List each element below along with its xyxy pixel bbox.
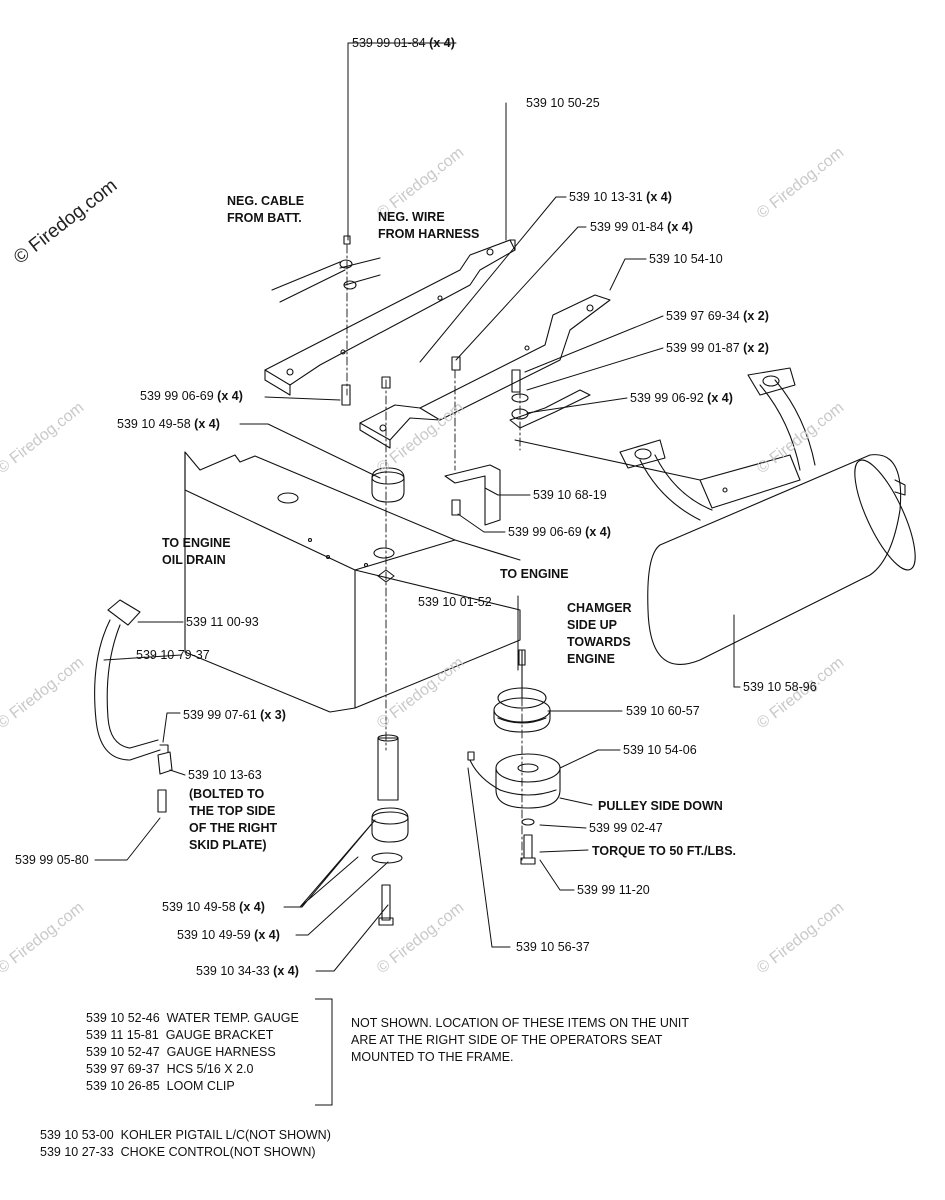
- note-pulley-side: PULLEY SIDE DOWN: [598, 799, 723, 813]
- list-item: 539 97 69-37 HCS 5/16 X 2.0: [86, 1062, 254, 1076]
- note-bolted: (BOLTED TO THE TOP SIDE OF THE RIGHT SKI…: [189, 787, 278, 852]
- list-item: 539 11 15-81 GAUGE BRACKET: [86, 1028, 274, 1042]
- callout: 539 99 11-20: [577, 883, 650, 897]
- callout: 539 99 02-47: [589, 821, 663, 835]
- callout: 539 99 01-87 (x 2): [666, 341, 769, 355]
- list-item: 539 10 53-00 KOHLER PIGTAIL L/C(NOT SHOW…: [40, 1128, 331, 1142]
- callout: 539 10 54-10: [649, 252, 723, 266]
- callout: 539 11 00-93: [186, 615, 259, 629]
- callout: 539 10 13-31 (x 4): [569, 190, 672, 204]
- callout: 539 10 79-37: [136, 648, 210, 662]
- callout: 539 10 13-63: [188, 768, 262, 782]
- leader-lines: [94, 42, 741, 972]
- callout: 539 10 34-33 (x 4): [196, 964, 299, 978]
- note-torque: TORQUE TO 50 FT./LBS.: [592, 844, 737, 858]
- callout: 539 10 60-57: [626, 704, 700, 718]
- callout: 539 10 58-96: [743, 680, 817, 694]
- callout: 539 10 50-25: [526, 96, 600, 110]
- list-item: 539 10 52-47 GAUGE HARNESS: [86, 1045, 276, 1059]
- note-neg-cable: NEG. CABLE FROM BATT.: [227, 194, 305, 225]
- not-shown-note: NOT SHOWN. LOCATION OF THESE ITEMS ON TH…: [351, 1016, 689, 1064]
- callout: 539 99 06-69 (x 4): [508, 525, 611, 539]
- callout: 539 10 49-58 (x 4): [162, 900, 265, 914]
- callout: 539 99 06-92 (x 4): [630, 391, 733, 405]
- callout: 539 99 07-61 (x 3): [183, 708, 286, 722]
- callout: 539 99 01-84 (x 4): [590, 220, 693, 234]
- note-chamfer: CHAMGER SIDE UP TOWARDS ENGINE: [567, 601, 632, 666]
- callout: 539 99 01-84 (x 4): [352, 36, 455, 50]
- list-item: 539 10 26-85 LOOM CLIP: [86, 1079, 235, 1093]
- note-oil-drain: TO ENGINE OIL DRAIN: [162, 536, 231, 567]
- bracket-line: [315, 998, 333, 1106]
- callout: 539 10 49-59 (x 4): [177, 928, 280, 942]
- callout: 539 99 06-69 (x 4): [140, 389, 243, 403]
- callout: 539 10 68-19: [533, 488, 607, 502]
- note-to-engine: TO ENGINE: [500, 567, 569, 581]
- callout: 539 10 49-58 (x 4): [117, 417, 220, 431]
- note-neg-wire: NEG. WIRE FROM HARNESS: [378, 210, 480, 241]
- callout: 539 10 54-06: [623, 743, 697, 757]
- not-shown-list: 539 10 52-46 WATER TEMP. GAUGE 539 11 15…: [86, 1010, 299, 1095]
- callout: 539 97 69-34 (x 2): [666, 309, 769, 323]
- callout: 539 99 05-80: [15, 853, 89, 867]
- list-item: 539 10 52-46 WATER TEMP. GAUGE: [86, 1011, 299, 1025]
- list-item: 539 10 27-33 CHOKE CONTROL(NOT SHOWN): [40, 1145, 316, 1159]
- callout: 539 10 01-52: [418, 595, 492, 609]
- callout: 539 10 56-37: [516, 940, 590, 954]
- footer-list: 539 10 53-00 KOHLER PIGTAIL L/C(NOT SHOW…: [40, 1127, 331, 1161]
